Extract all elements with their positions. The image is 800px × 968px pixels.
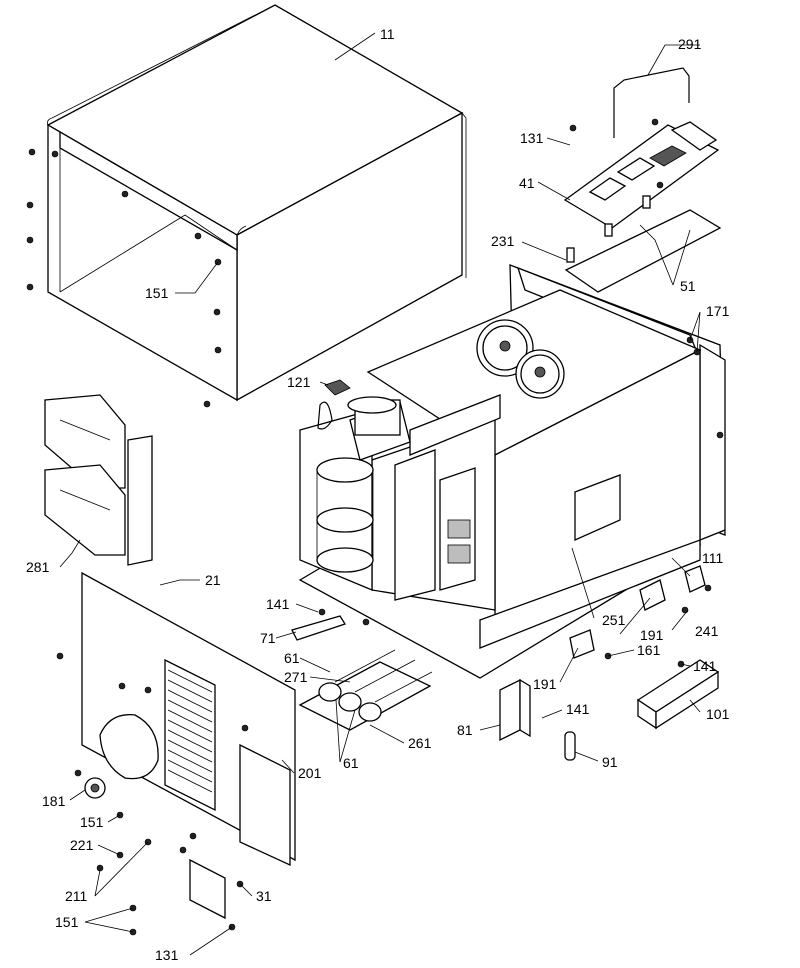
callout-label: 141 — [266, 596, 290, 612]
callout-label: 131 — [520, 130, 544, 146]
callout-label: 141 — [566, 701, 590, 717]
wire-rod — [613, 67, 690, 138]
callout-label: 181 — [42, 793, 66, 809]
small-plate — [291, 615, 346, 641]
cover-screws — [26, 148, 222, 408]
callout-label: 61 — [343, 755, 359, 771]
callout-label: 151 — [80, 814, 104, 830]
callout-label: 41 — [519, 175, 535, 191]
timer-gears — [476, 319, 565, 399]
callout-label: 251 — [602, 612, 626, 628]
control-board — [563, 121, 720, 283]
small-bracket-31 — [189, 858, 226, 920]
callout-label: 281 — [26, 559, 50, 575]
capacitor-rolls — [298, 649, 433, 731]
latch-bracket — [499, 678, 531, 742]
callout-label: 291 — [678, 36, 702, 52]
callout-label: 111 — [702, 550, 723, 566]
callout-label: 201 — [298, 765, 322, 781]
door-trays — [44, 394, 126, 556]
main-chassis — [298, 264, 726, 679]
callout-label: 171 — [706, 303, 730, 319]
callout-label: 191 — [533, 676, 557, 692]
callout-label: 241 — [695, 623, 719, 639]
callout-label: 11 — [380, 26, 395, 42]
callout-label: 81 — [457, 722, 473, 738]
terminal-block — [636, 659, 720, 730]
fan-motor — [317, 379, 401, 436]
callout-label: 211 — [65, 888, 88, 904]
callout-label: 91 — [602, 754, 618, 770]
callout-label: 161 — [637, 642, 661, 658]
board-insulator-sheet — [564, 209, 722, 293]
callout-labels: 11 291 131 41 231 51 171 151 121 281 21 … — [26, 26, 730, 963]
fuse — [564, 731, 576, 761]
vent-grille — [167, 669, 213, 793]
callout-label: 121 — [287, 374, 311, 390]
thermostat-181 — [84, 777, 106, 799]
callout-label: 261 — [408, 735, 432, 751]
outer-cabinet-cover — [46, 4, 467, 402]
callout-label: 131 — [155, 947, 179, 963]
leader-lines — [59, 32, 701, 956]
callout-label: 71 — [260, 630, 276, 646]
callout-label: 151 — [55, 914, 79, 930]
callout-label: 51 — [680, 278, 696, 294]
side-bracket-201 — [239, 743, 291, 867]
callout-label: 31 — [256, 888, 272, 904]
callout-label: 191 — [640, 627, 664, 643]
callout-label: 101 — [706, 706, 730, 722]
callout-label: 221 — [70, 837, 94, 853]
callout-label: 231 — [491, 233, 515, 249]
callout-label: 61 — [284, 650, 300, 666]
callout-label: 141 — [693, 658, 717, 674]
callout-label: 271 — [284, 669, 308, 685]
callout-label: 151 — [145, 285, 169, 301]
callout-label: 21 — [205, 572, 221, 588]
